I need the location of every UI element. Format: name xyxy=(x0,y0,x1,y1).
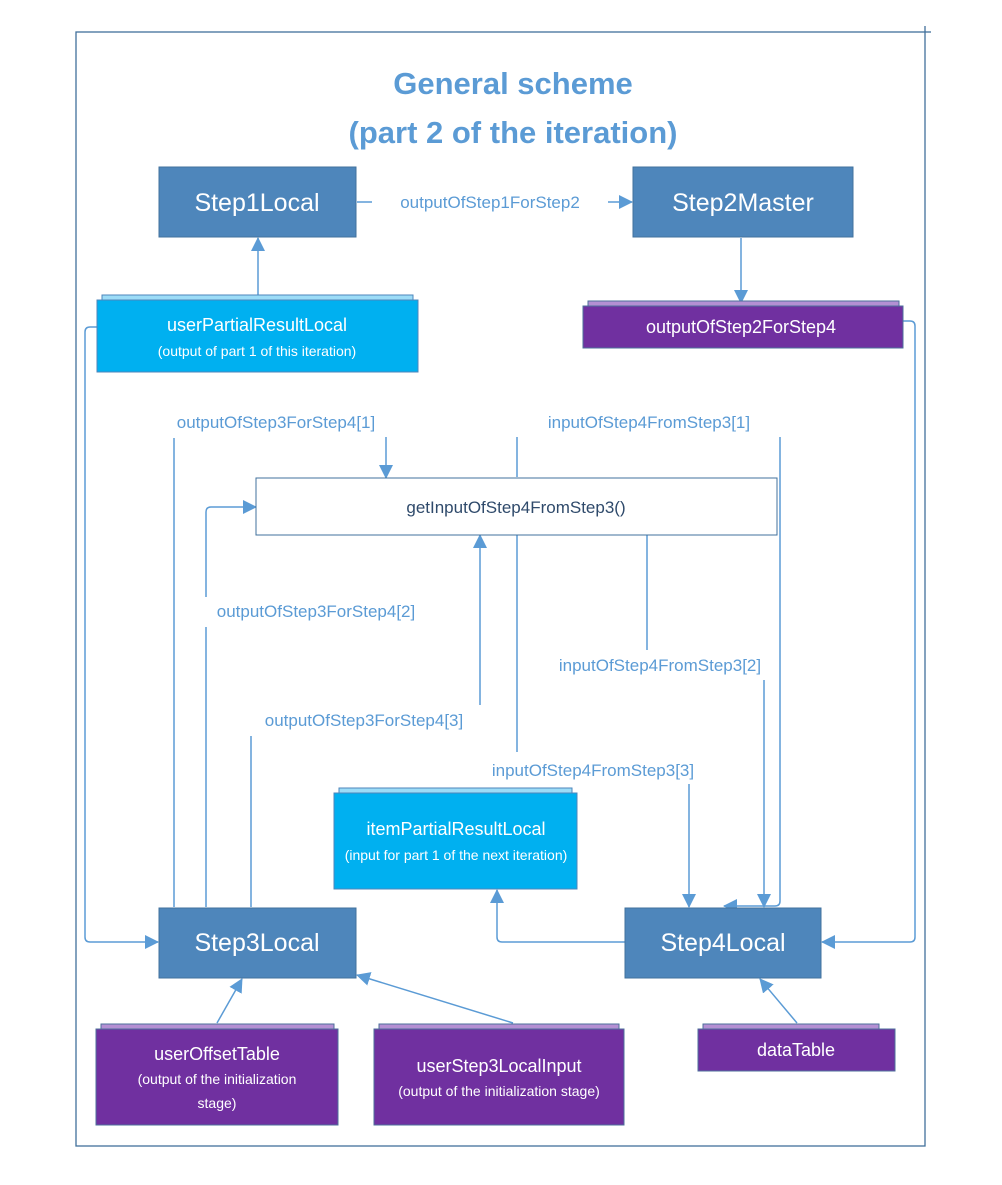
label-in4-2: inputOfStep4FromStep3[2] xyxy=(559,656,761,675)
node-output-step2-for-step4[interactable]: outputOfStep2ForStep4 xyxy=(582,300,904,349)
node-user-offset-label: userOffsetTable xyxy=(154,1044,280,1064)
edge-userstep3input-step3 xyxy=(356,972,514,1024)
edge-useroffset-step3 xyxy=(216,978,243,1024)
node-user-partial-sub: (output of part 1 of this iteration) xyxy=(158,343,356,359)
node-step1-label: Step1Local xyxy=(194,189,319,217)
label-output-step1-for-step2: outputOfStep1ForStep2 xyxy=(400,193,580,212)
node-step4-local[interactable]: Step4Local xyxy=(624,907,822,979)
edge-out3-2-arrow xyxy=(205,500,257,597)
node-user-partial-label: userPartialResultLocal xyxy=(167,315,347,335)
node-step3-label: Step3Local xyxy=(194,929,319,957)
node-user-step3-input-label: userStep3LocalInput xyxy=(416,1056,581,1076)
node-item-partial-sub: (input for part 1 of the next iteration) xyxy=(345,847,568,863)
node-user-step3-input-sub: (output of the initialization stage) xyxy=(398,1083,600,1099)
node-step2-master[interactable]: Step2Master xyxy=(632,166,854,238)
node-step3-local[interactable]: Step3Local xyxy=(158,907,357,979)
edge-in4-1-arrow xyxy=(723,437,781,913)
label-out3-1: outputOfStep3ForStep4[1] xyxy=(177,413,375,432)
node-func-label: getInputOfStep4FromStep3() xyxy=(406,498,625,517)
node-outstep2-label: outputOfStep2ForStep4 xyxy=(646,317,836,337)
label-in4-3: inputOfStep4FromStep3[3] xyxy=(492,761,694,780)
node-item-partial-label: itemPartialResultLocal xyxy=(366,819,545,839)
node-get-input-of-step4-from-step3[interactable]: getInputOfStep4FromStep3() xyxy=(255,477,778,536)
title-line-1: General scheme xyxy=(393,66,633,101)
node-user-step3-local-input[interactable]: userStep3LocalInput (output of the initi… xyxy=(373,1023,625,1126)
outer-frame xyxy=(75,31,926,1147)
node-data-table-label: dataTable xyxy=(757,1040,835,1060)
node-user-partial-result-local[interactable]: userPartialResultLocal (output of part 1… xyxy=(96,294,419,373)
node-item-partial-result-local[interactable]: itemPartialResultLocal (input for part 1… xyxy=(333,787,578,890)
node-step2-label: Step2Master xyxy=(672,189,814,217)
node-step4-label: Step4Local xyxy=(660,929,785,957)
label-out3-2: outputOfStep3ForStep4[2] xyxy=(217,602,415,621)
node-user-offset-sub2: stage) xyxy=(198,1095,237,1111)
edge-datatable-step4 xyxy=(759,978,798,1024)
node-user-offset-table[interactable]: userOffsetTable (output of the initializ… xyxy=(95,1023,339,1126)
edge-step4-itempartial xyxy=(490,889,625,943)
node-user-offset-sub1: (output of the initialization xyxy=(138,1071,297,1087)
edge-userpartial-step3 xyxy=(84,326,159,949)
edge-outstep2-step4 xyxy=(821,320,916,949)
node-step1-local[interactable]: Step1Local xyxy=(158,166,357,238)
node-data-table[interactable]: dataTable xyxy=(697,1023,896,1072)
label-in4-1: inputOfStep4FromStep3[1] xyxy=(548,413,750,432)
title-line-2: (part 2 of the iteration) xyxy=(349,115,678,150)
label-out3-3: outputOfStep3ForStep4[3] xyxy=(265,711,463,730)
